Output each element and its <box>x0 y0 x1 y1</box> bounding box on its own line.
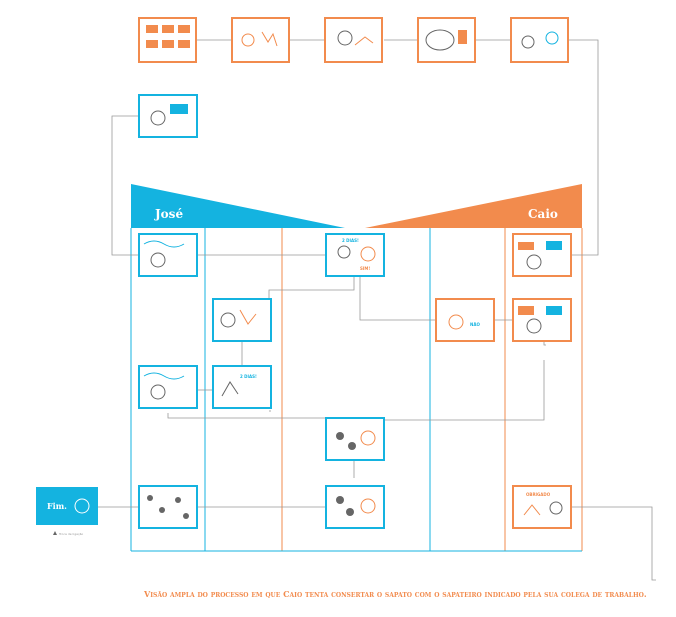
jose-lane-title: José <box>154 207 183 221</box>
end-box-label: Fim. <box>47 501 67 511</box>
caio-lane-title: Caio <box>528 207 558 221</box>
jose-lane-header <box>131 184 345 228</box>
caio-step-c-frame <box>512 298 572 342</box>
end-box-legend: Troca de ligação <box>58 532 83 536</box>
step-2-frame <box>231 17 290 63</box>
jose-step-c-frame <box>138 365 198 409</box>
step-5-frame <box>510 17 569 63</box>
speech-two-days-top: 2 DIAS! <box>342 238 359 243</box>
jose-step-a-frame <box>138 233 198 277</box>
speech-two-days-mid: 2 DIAS! <box>240 374 257 379</box>
step-jose-intro-frame <box>138 94 198 138</box>
step-1-frame <box>138 17 197 63</box>
caio-lane-header <box>365 184 582 228</box>
caio-step-b-frame: NÃO <box>435 298 495 342</box>
jose-step-b-frame <box>212 298 272 342</box>
center-step-b-frame <box>325 417 385 461</box>
legend-icon <box>53 531 57 535</box>
speech-obrigado: OBRIGADO <box>526 492 551 497</box>
jose-step-e-frame <box>138 485 198 529</box>
caio-step-d-frame: OBRIGADO <box>512 485 572 529</box>
lane-guides <box>130 228 583 552</box>
caio-step-a-frame <box>512 233 572 277</box>
end-box: Fim. <box>36 487 98 525</box>
step-4-frame <box>417 17 476 63</box>
figure-caption: Visão ampla do processo em que Caio tent… <box>144 589 647 599</box>
speech-no-caio: NÃO <box>470 322 480 327</box>
step-3-frame <box>324 17 383 63</box>
center-step-c-frame <box>325 485 385 529</box>
center-step-a-frame: 2 DIAS! SIM! <box>325 233 385 277</box>
speech-yes-top: SIM! <box>360 266 370 271</box>
jose-step-d-frame: 2 DIAS! <box>212 365 272 409</box>
